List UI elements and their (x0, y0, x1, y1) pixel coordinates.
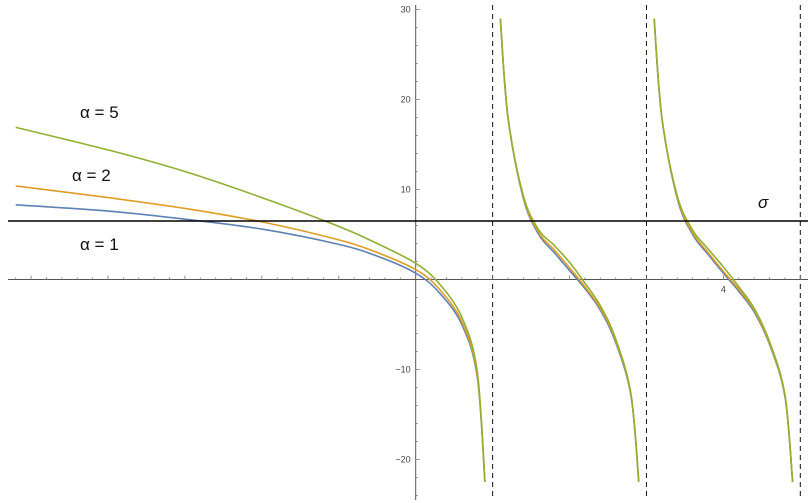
y-tick-label: −10 (395, 365, 410, 375)
series-label-alpha-2: α = 2 (72, 166, 111, 185)
curve-labels: α = 5 α = 2 α = 1 σ (72, 103, 769, 254)
y-tick-label: −20 (395, 455, 410, 465)
series-1-segment-2 (499, 18, 640, 483)
series-3-segment-3 (653, 18, 794, 483)
series-2-segment-1 (15, 185, 486, 483)
curves (15, 18, 794, 483)
series-label-alpha-1: α = 1 (80, 235, 119, 254)
sigma-label: σ (758, 193, 769, 212)
asymptote-lines (492, 5, 801, 500)
y-tick-label: 10 (401, 185, 411, 195)
axes: −20 −10 10 20 30 4 (8, 5, 808, 500)
series-2-segment-2 (499, 18, 640, 483)
series-label-alpha-5: α = 5 (80, 103, 119, 122)
series-2-segment-3 (653, 18, 794, 483)
series-3-segment-1 (15, 126, 486, 483)
x-tick-label: 4 (721, 285, 726, 295)
series-1-segment-3 (653, 18, 794, 483)
y-tick-label: 20 (401, 95, 411, 105)
y-tick-label: 30 (401, 5, 411, 15)
series-3-segment-2 (499, 18, 640, 483)
